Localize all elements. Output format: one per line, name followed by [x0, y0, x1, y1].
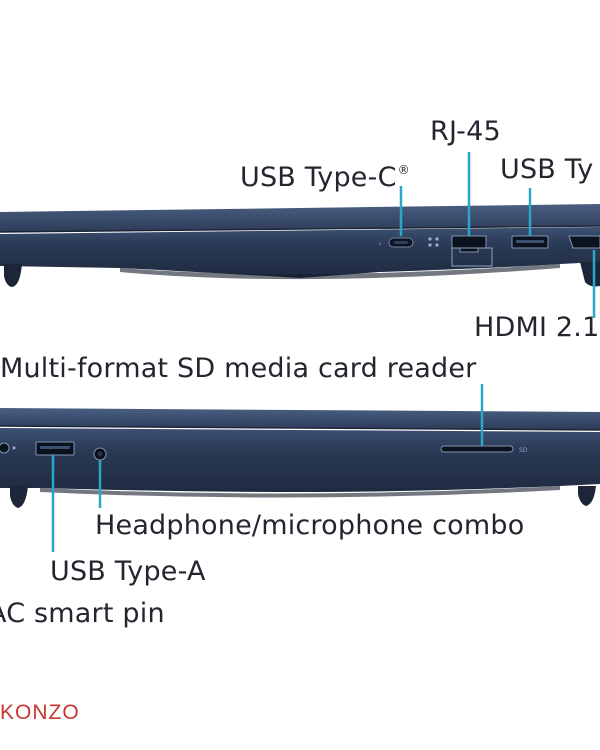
usb-a-port-icon	[511, 235, 549, 249]
rj45-port-icon	[451, 235, 493, 267]
label-usb-a-left: USB Type-A	[50, 556, 206, 587]
callout-lines-bottom	[51, 384, 484, 552]
usb-c-port-icon: ⚡	[378, 237, 414, 248]
label-headphone: Headphone/microphone combo	[95, 510, 525, 541]
label-usb-c-text: USB Type-C	[240, 162, 397, 193]
svg-text:SD: SD	[519, 447, 528, 454]
ac-pin-icon	[0, 442, 16, 454]
hdmi-port-icon	[568, 235, 600, 249]
label-usb-c: USB Type-C®	[240, 154, 410, 194]
label-rj45: RJ-45	[430, 116, 501, 147]
top-base	[0, 227, 600, 278]
label-hdmi: HDMI 2.1	[474, 312, 600, 343]
sd-slot-icon: SD	[440, 445, 528, 454]
top-lid	[0, 204, 600, 232]
usb-a-left-port-icon	[35, 441, 75, 456]
laptop-top-view: ⚡	[0, 152, 600, 318]
registered-mark: ®	[397, 163, 410, 177]
top-foot-right	[580, 262, 600, 287]
laptop-bottom-view: SD	[0, 384, 600, 552]
callout-lines-top	[399, 152, 596, 318]
bottom-foot-left	[10, 486, 28, 508]
bottom-base	[0, 428, 600, 492]
label-ac-pin: AC smart pin	[0, 598, 165, 629]
label-sd-reader: Multi-format SD media card reader	[0, 353, 477, 384]
watermark-logo: KONZO	[0, 701, 80, 724]
top-foot-left	[4, 264, 22, 287]
status-led-icons	[428, 237, 439, 247]
audio-jack-icon	[93, 447, 107, 461]
label-usb-a-right: USB Ty	[500, 154, 594, 185]
bottom-foot-right	[578, 486, 596, 506]
svg-text:⚡: ⚡	[378, 241, 382, 248]
bottom-lid	[0, 408, 600, 430]
